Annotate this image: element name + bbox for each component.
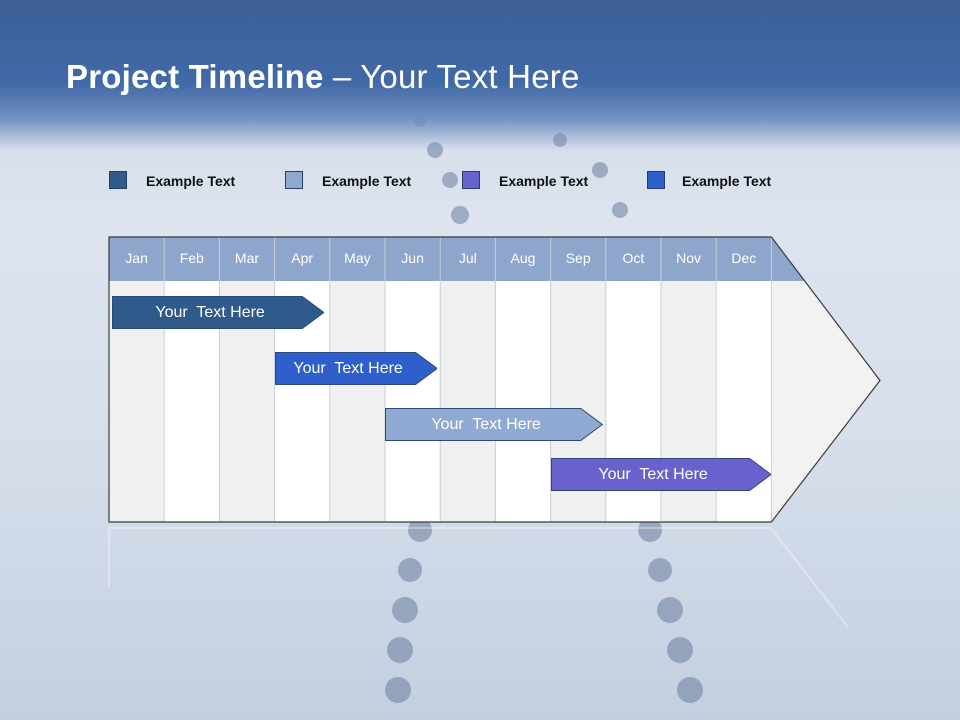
- task-label: Your Text Here: [293, 360, 403, 377]
- slide-title: Project Timeline – Your Text Here: [66, 58, 580, 96]
- legend-label-2: Example Text: [322, 173, 412, 189]
- title-bold: Project Timeline: [66, 58, 324, 95]
- task-arrow-shape: [550, 458, 772, 491]
- task-label: Your Text Here: [431, 416, 541, 433]
- slide-header: Project Timeline – Your Text Here: [0, 0, 960, 150]
- task-bar-1: Your Text Here: [112, 296, 325, 329]
- task-bar-4: Your Text Here: [550, 458, 772, 491]
- task-bar-3: Your Text Here: [385, 408, 604, 441]
- month-label-feb: Feb: [179, 250, 204, 266]
- month-label-oct: Oct: [622, 250, 645, 266]
- month-label-jul: Jul: [458, 250, 477, 266]
- month-label-jun: Jun: [401, 250, 424, 266]
- month-label-apr: Apr: [291, 250, 314, 266]
- month-column: [440, 281, 496, 522]
- timeline-reflection: [108, 527, 849, 628]
- title-rest: – Your Text Here: [323, 58, 580, 95]
- task-arrow-shape: [385, 408, 604, 441]
- month-column: [329, 281, 385, 522]
- month-column: [495, 281, 551, 522]
- month-column: [385, 281, 441, 522]
- task-bar-2: Your Text Here: [274, 352, 438, 385]
- legend-label-3: Example Text: [499, 173, 589, 189]
- legend-swatch-4: [647, 171, 665, 189]
- month-label-aug: Aug: [510, 250, 536, 266]
- timeline-arrow-tip: [770, 236, 881, 523]
- legend-swatch-1: [109, 171, 127, 189]
- month-label-mar: Mar: [234, 250, 260, 266]
- month-header-band: [109, 237, 806, 281]
- month-label-jan: Jan: [125, 250, 148, 266]
- legend-label-1: Example Text: [146, 173, 236, 189]
- task-arrow-shape: [112, 296, 325, 329]
- month-label-nov: Nov: [676, 250, 702, 266]
- legend-swatch-2: [285, 171, 303, 189]
- month-label-dec: Dec: [731, 250, 757, 266]
- month-label-may: May: [344, 250, 371, 266]
- timeline-grid: [108, 236, 881, 523]
- legend-label-4: Example Text: [682, 173, 772, 189]
- task-label: Your Text Here: [598, 466, 708, 483]
- month-label-sep: Sep: [565, 250, 591, 266]
- task-label: Your Text Here: [155, 304, 265, 321]
- timeline-outline: [108, 236, 772, 523]
- timeline-chart: Jan Feb Mar Apr May Jun Jul Aug Sep Oct Nov Dec You…: [108, 236, 884, 526]
- legend-swatch-3: [462, 171, 480, 189]
- task-arrow-shape: [274, 352, 438, 385]
